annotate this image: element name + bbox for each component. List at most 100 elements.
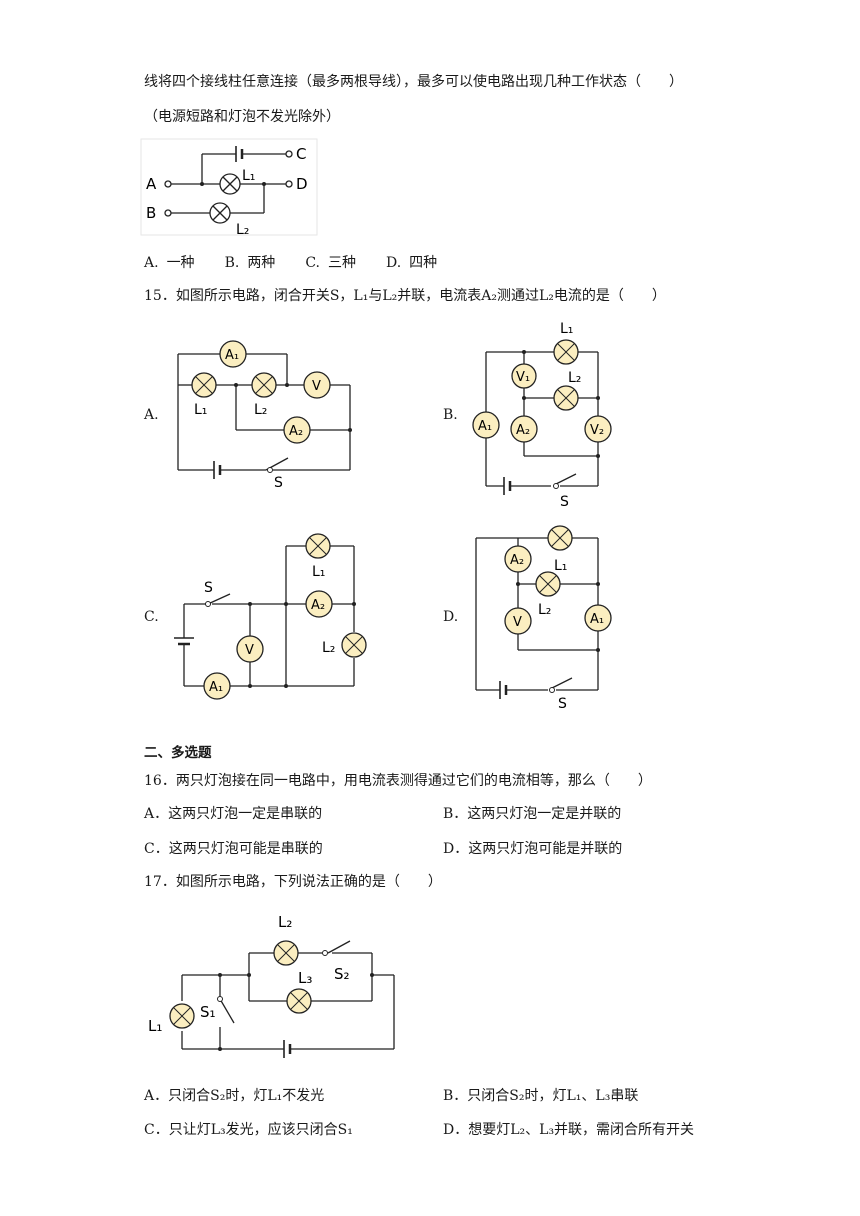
l2-label: L₂ <box>322 640 335 656</box>
lamp-l3-icon <box>286 988 312 1014</box>
lamp-l2-icon <box>535 571 561 597</box>
switch-s-label: S <box>204 580 213 596</box>
l1-label: L₁ <box>312 564 325 580</box>
q14-option-a-text: 一种 <box>166 255 195 271</box>
q14-option-d-text: 四种 <box>409 255 438 271</box>
lamp-l1-label: L₁ <box>242 168 255 184</box>
svg-text:V₁: V₁ <box>516 370 530 385</box>
terminal-c-label: C <box>296 145 306 163</box>
lamp-l1-icon <box>547 525 573 551</box>
q14-option-a-key[interactable]: A. <box>144 255 159 271</box>
terminal-b-label: B <box>146 204 156 222</box>
q17-question: 17．如图所示电路，下列说法正确的是（ ） <box>144 873 442 891</box>
svg-text:V: V <box>245 643 254 658</box>
q15-circuit-d: A₂ V A₁ L₁ L₂ S <box>475 525 612 712</box>
lamp-l2-label: L₂ <box>236 222 249 238</box>
svg-text:A₂: A₂ <box>311 598 325 613</box>
q16-option-b[interactable]: B．这两只灯泡一定是并联的 <box>443 805 621 823</box>
q17-option-a-text: 只闭合S₂时，灯L₁不发光 <box>168 1088 325 1104</box>
q16-option-b-text: 这两只灯泡一定是并联的 <box>467 806 622 822</box>
q16-option-d[interactable]: D．这两只灯泡可能是并联的 <box>443 840 622 858</box>
svg-text:A₁: A₁ <box>478 419 492 434</box>
ammeter-a2-icon: A₂ <box>504 545 532 573</box>
q15-question: 15．如图所示电路，闭合开关S，L₁与L₂并联，电流表A₂测通过L₂电流的是（ … <box>144 287 666 305</box>
section-title: 二、多选题 <box>144 745 212 761</box>
svg-text:A₁: A₁ <box>225 348 239 363</box>
q14-option-b-text: 两种 <box>247 255 276 271</box>
q14-text-line2: （电源短路和灯泡不发光除外） <box>144 109 340 125</box>
ammeter-a2-icon: A₂ <box>305 590 333 618</box>
l3-label: L₃ <box>298 969 312 987</box>
lamp-l2-icon <box>553 385 579 411</box>
ammeter-a1-icon: A₁ <box>584 604 612 632</box>
switch-s1-label: S₁ <box>200 1003 216 1021</box>
voltmeter-v1-icon: V₁ <box>511 363 537 389</box>
q17-option-c-text: 只让灯L₃发光，应该只闭合S₁ <box>168 1122 353 1138</box>
q16-option-d-key: D． <box>443 841 469 857</box>
svg-text:A₂: A₂ <box>516 423 530 438</box>
voltmeter-v-icon: V <box>504 607 532 635</box>
lamp-l1-icon <box>553 339 579 365</box>
lamp-l1-icon <box>169 1003 195 1029</box>
ammeter-a1-icon: A₁ <box>219 340 247 368</box>
q17-option-a-key: A． <box>144 1088 169 1104</box>
q16-number: 16． <box>144 773 176 789</box>
q15-number: 15． <box>144 288 176 304</box>
q16-option-c-text: 这两只灯泡可能是串联的 <box>168 841 323 857</box>
q15-circuit-a: A₁ V A₂ L₁ L₂ S <box>177 340 352 491</box>
q15-option-d-label[interactable]: D. <box>443 609 459 625</box>
q17-option-d[interactable]: D．想要灯L₂、L₃并联，需闭合所有开关 <box>443 1121 694 1139</box>
q17-text: 如图所示电路，下列说法正确的是（ ） <box>175 874 442 890</box>
q15-option-a-label[interactable]: A. <box>144 407 159 423</box>
l1-label: L₁ <box>148 1017 162 1035</box>
q14-text-line1: 线将四个接线柱任意连接（最多两根导线），最多可以使电路出现几种工作状态（ ） <box>144 74 683 90</box>
svg-text:V: V <box>513 615 522 630</box>
q15-option-c-label[interactable]: C. <box>144 609 159 625</box>
svg-text:A₁: A₁ <box>590 612 604 627</box>
q17-option-b-text: 只闭合S₂时，灯L₁、L₃串联 <box>467 1088 639 1104</box>
l1-label: L₁ <box>554 558 567 574</box>
q16-option-a-text: 这两只灯泡一定是串联的 <box>168 806 323 822</box>
l2-label: L₂ <box>278 913 292 931</box>
q14-option-d-key[interactable]: D. <box>385 255 402 271</box>
svg-text:A₁: A₁ <box>209 680 223 695</box>
q15-option-b-label[interactable]: B. <box>443 407 458 423</box>
q17-option-d-key: D． <box>443 1122 469 1138</box>
switch-s2-label: S₂ <box>334 965 350 983</box>
q17-option-d-text: 想要灯L₂、L₃并联，需闭合所有开关 <box>468 1122 695 1138</box>
q16-option-b-key: B． <box>443 806 468 822</box>
l1-label: L₁ <box>560 321 573 337</box>
q16-option-c[interactable]: C．这两只灯泡可能是串联的 <box>144 840 323 858</box>
ammeter-a2-icon: A₂ <box>283 416 311 444</box>
lamp-l1-icon <box>191 372 217 398</box>
lamp-l2-icon <box>273 940 299 966</box>
l2-label: L₂ <box>568 370 581 386</box>
q16-question: 16．两只灯泡接在同一电路中，用电流表测得通过它们的电流相等，那么（ ） <box>144 772 652 790</box>
q16-option-a[interactable]: A．这两只灯泡一定是串联的 <box>144 805 322 823</box>
l1-label: L₁ <box>194 402 207 418</box>
q15-circuit-c: A₂ V A₁ L₁ L₂ S <box>174 533 367 700</box>
terminal-a-label: A <box>146 175 157 193</box>
q14-option-c-key[interactable]: C. <box>305 255 320 271</box>
q17-option-a[interactable]: A．只闭合S₂时，灯L₁不发光 <box>144 1087 324 1105</box>
svg-text:A₂: A₂ <box>510 553 524 568</box>
q17-circuit-figure: L₁ L₂ L₃ S₁ S₂ <box>148 913 395 1058</box>
terminal-d-label: D <box>296 175 308 193</box>
svg-text:A₂: A₂ <box>289 424 303 439</box>
lamp-l2-icon <box>251 372 277 398</box>
voltmeter-v-icon: V <box>236 635 264 663</box>
voltmeter-v-icon: V <box>303 371 331 399</box>
q17-option-c[interactable]: C．只让灯L₃发光，应该只闭合S₁ <box>144 1121 353 1139</box>
q16-option-a-key: A． <box>144 806 169 822</box>
q17-option-b[interactable]: B．只闭合S₂时，灯L₁、L₃串联 <box>443 1087 638 1105</box>
switch-s-label: S <box>558 696 567 712</box>
q14-circuit-figure: A B C D L₁ L₂ <box>140 138 318 238</box>
q16-text: 两只灯泡接在同一电路中，用电流表测得通过它们的电流相等，那么（ ） <box>175 773 652 789</box>
l2-label: L₂ <box>538 602 551 618</box>
svg-text:V₂: V₂ <box>590 423 604 438</box>
switch-s-label: S <box>560 494 569 510</box>
q17-option-c-key: C． <box>144 1122 169 1138</box>
q15-text: 如图所示电路，闭合开关S，L₁与L₂并联，电流表A₂测通过L₂电流的是（ ） <box>175 288 666 304</box>
q14-option-b-key[interactable]: B. <box>224 255 240 271</box>
